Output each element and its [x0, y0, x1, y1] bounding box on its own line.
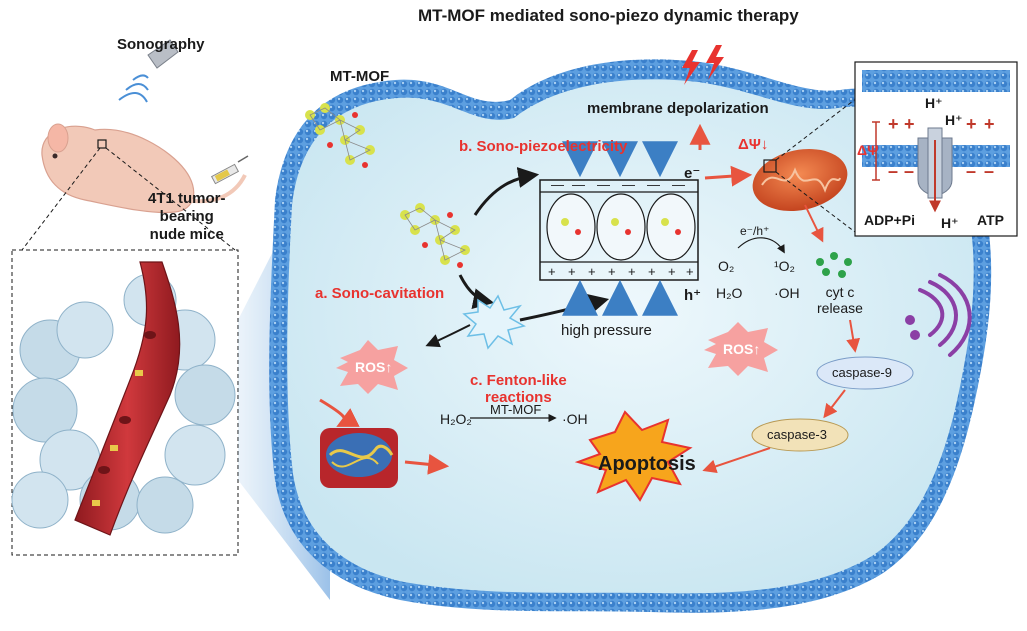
cyt-c-dots — [816, 252, 852, 278]
apoptosis-label: Apoptosis — [598, 453, 696, 475]
electron-label: e⁻ — [684, 165, 701, 182]
svg-text:—: — — [572, 177, 585, 192]
membrane-depolarization-label: membrane depolarization — [587, 100, 769, 117]
svg-text:—: — — [672, 177, 685, 192]
ultrasound-probe-icon — [118, 39, 179, 103]
oh-label-2: ·OH — [562, 411, 588, 427]
syringe-icon — [210, 155, 249, 185]
nucleus-icon — [320, 428, 398, 488]
mice-label: 4T1 tumor- bearing nude mice — [148, 190, 226, 243]
inset-adp-label: ADP+Pi — [864, 212, 915, 228]
svg-text:+: + — [668, 264, 676, 279]
svg-text:—: — — [622, 177, 635, 192]
delta-psi-label: ΔΨ↓ — [738, 136, 769, 153]
diagram-title: MT-MOF mediated sono-piezo dynamic thera… — [418, 6, 799, 25]
eh-label: e⁻/h⁺ — [740, 224, 770, 238]
caspase9-label: caspase-9 — [832, 365, 892, 380]
svg-text:+: + — [904, 114, 915, 134]
fenton-label: c. Fenton-like reactions — [470, 372, 567, 406]
golgi-icon — [905, 273, 972, 357]
svg-text:—: — — [551, 177, 564, 192]
inset-h-top: H⁺ — [925, 95, 943, 111]
ros-burst-right — [704, 322, 778, 376]
o2-label: O₂ — [718, 258, 735, 274]
svg-text:+: + — [608, 264, 616, 279]
h2o2-label: H₂O₂ — [440, 411, 472, 427]
mouse-illustration — [41, 123, 247, 214]
svg-text:—: — — [597, 177, 610, 192]
svg-text:+: + — [648, 264, 656, 279]
oh-label-1: ·OH — [774, 285, 800, 301]
sonography-label: Sonography — [117, 36, 205, 53]
inset-atp-label: ATP — [977, 212, 1004, 228]
tumor-site-marker — [97, 139, 107, 149]
caspase9-oval — [816, 356, 914, 390]
svg-text:+: + — [686, 264, 694, 279]
svg-text:+: + — [548, 264, 556, 279]
svg-text:+: + — [966, 114, 977, 134]
piezo-box: — — — — — — + + + + + + + + — [539, 177, 699, 281]
arrow-to-cytc — [804, 204, 824, 243]
inset-panel: ++ ++ –– –– — [854, 61, 1018, 237]
arrow-to-piezo — [473, 167, 540, 216]
fenton-catalyst-label: MT-MOF — [490, 402, 542, 417]
sono-cavitation-label: a. Sono-cavitation — [315, 285, 445, 302]
inset-delta-psi: ΔΨ — [857, 142, 879, 158]
caspase3-label: caspase-3 — [767, 427, 827, 442]
svg-text:+: + — [888, 114, 899, 134]
arrow-e-to-mito — [704, 165, 753, 187]
svg-text:+: + — [588, 264, 596, 279]
svg-text:+: + — [568, 264, 576, 279]
mt-mof-crystal-icon — [305, 103, 470, 268]
ros-burst-left — [336, 340, 408, 394]
cavitation-bubble-icon — [462, 294, 526, 350]
inset-h-channel: H⁺ — [945, 112, 963, 128]
singlet-o2-label: ¹O₂ — [774, 258, 795, 274]
h2o-label: H₂O — [716, 285, 743, 301]
svg-text:–: – — [904, 161, 914, 181]
lightning-icon — [682, 45, 724, 85]
arrow-to-ros-left — [425, 324, 471, 348]
red-blood-cells — [92, 331, 156, 506]
cyt-c-label: cyt c release — [817, 284, 863, 316]
high-pressure-label: high pressure — [561, 322, 652, 339]
svg-text:–: – — [888, 161, 898, 181]
apoptosis-burst — [574, 410, 693, 502]
svg-text:—: — — [647, 177, 660, 192]
caspase3-oval — [751, 418, 849, 452]
mitochondrion-icon — [752, 149, 848, 211]
piezo-pressure-arrows — [562, 141, 678, 316]
ros-label-left: ROS↑ — [355, 359, 393, 375]
sono-piezoelectricity-label: b. Sono-piezoelectricity — [459, 138, 628, 155]
hole-label: h⁺ — [684, 287, 702, 304]
svg-text:–: – — [966, 161, 976, 181]
svg-text:+: + — [628, 264, 636, 279]
inset-h-bottom: H⁺ — [941, 215, 959, 231]
svg-text:–: – — [984, 161, 994, 181]
mtmof-label: MT-MOF — [330, 68, 390, 85]
ros-label-right: ROS↑ — [723, 341, 761, 357]
svg-text:+: + — [984, 114, 995, 134]
arrow-to-cavitation — [458, 274, 495, 309]
